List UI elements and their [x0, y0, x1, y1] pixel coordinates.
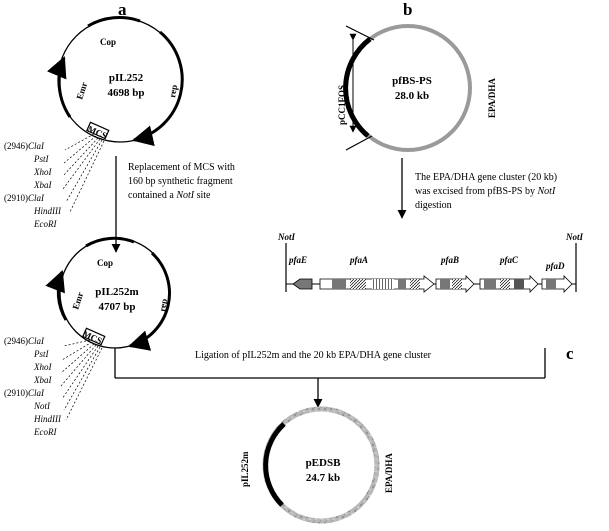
step-b-line2: was excised from pfBS-PS by NotI — [415, 186, 556, 197]
gene-arrow-pfaB — [435, 275, 475, 293]
site-row: EcoRI — [33, 219, 57, 229]
vector-label: pIL252m — [240, 451, 250, 487]
site-row: (2946)ClaI — [4, 141, 45, 151]
plasmid-size: 4707 bp — [99, 301, 136, 313]
rep-label: rep — [167, 84, 179, 98]
panel-label-a: a — [118, 0, 127, 19]
mcs-box — [82, 327, 106, 346]
site-row: HindIII — [33, 206, 62, 216]
gene-label-pfaD: pfaD — [545, 261, 565, 271]
site-row: HindIII — [33, 414, 62, 424]
step-c-text: Ligation of pIL252m and the 20 kb EPA/DH… — [195, 350, 432, 361]
plasmid-name: pIL252m — [95, 286, 138, 298]
erm-arrow — [45, 270, 68, 321]
gene-label-pfaE: pfaE — [288, 255, 307, 265]
ligation-connector — [114, 348, 546, 408]
site-row: PstI — [33, 154, 50, 164]
step-b-line1: The EPA/DHA gene cluster (20 kb) — [415, 172, 557, 183]
site-row: XhoI — [33, 167, 52, 177]
panel-label-b: b — [403, 0, 412, 19]
gene-label-pfaB: pfaB — [440, 255, 459, 265]
panel-label-c: c — [566, 344, 574, 363]
left-noti-label: NotI — [277, 232, 296, 242]
rep-arrow — [127, 251, 171, 351]
mcs-box — [86, 121, 110, 140]
gene-arrow-pfaD — [541, 275, 573, 293]
right-noti-label: NotI — [565, 232, 584, 242]
vector-tick-bottom — [345, 135, 373, 151]
plasmid-pIL252m: Cop rep Emr MCS pIL252m 4707 bp — [45, 236, 171, 421]
step-a-line3: contained a NotI site — [128, 190, 211, 201]
step-a-line1: Replacement of MCS with — [128, 162, 235, 173]
rep-label: rep — [157, 298, 169, 312]
step-a-text: Replacement of MCS with 160 bp synthetic… — [128, 162, 235, 201]
site-row: NotI — [33, 401, 51, 411]
cop-arc — [85, 236, 135, 248]
site-row: (2910)ClaI — [4, 388, 45, 398]
gene-label-pfaC: pfaC — [499, 255, 519, 265]
site-row: XhoI — [33, 362, 52, 372]
mcs-fan-lines — [62, 133, 105, 213]
erm-arrow — [47, 56, 72, 118]
cop-label: Cop — [100, 37, 116, 47]
pIL252m-site-list: (2946)ClaI PstI XhoI XbaI (2910)ClaI Not… — [4, 336, 62, 437]
vector-label: pCC1FOS — [337, 85, 347, 125]
plasmid-pfBS-PS: pCC1FOS EPA/DHA pfBS-PS 28.0 kb — [337, 24, 497, 152]
step-b-text: The EPA/DHA gene cluster (20 kb) was exc… — [415, 172, 557, 211]
pIL252-site-list: (2946)ClaI PstI XhoI XbaI (2910)ClaI Hin… — [4, 141, 62, 229]
rep-arrow — [131, 30, 184, 147]
site-row: (2946)ClaI — [4, 336, 45, 346]
gene-arrow-pfaC — [479, 275, 539, 293]
erm-label: Emr — [74, 81, 89, 101]
gene-cluster: NotI NotI pfaE pfaA pfaB pfaC pfaD — [277, 232, 584, 293]
mcs-fan-lines — [60, 339, 103, 421]
plasmid-pEDSB: pIL252m EPA/DHA pEDSB 24.7 kb — [240, 406, 394, 524]
plasmid-pIL252: Cop rep Emr MCS pIL252 4698 bp — [47, 16, 184, 213]
plasmid-name: pEDSB — [306, 457, 342, 469]
site-row: PstI — [33, 349, 50, 359]
gene-arrow-pfaE — [292, 278, 313, 290]
cop-arc — [87, 16, 141, 28]
vector-arc — [263, 422, 286, 507]
step-b-line3: digestion — [415, 200, 452, 211]
vector-tick-top — [345, 25, 375, 41]
step-a-line2: 160 bp synthetic fragment — [128, 176, 233, 187]
insert-label: EPA/DHA — [384, 453, 394, 493]
plasmid-name: pfBS-PS — [392, 75, 432, 87]
site-row: XbaI — [33, 375, 52, 385]
plasmid-size: 4698 bp — [108, 87, 145, 99]
gene-arrow-pfaA — [319, 275, 435, 293]
insert-label: EPA/DHA — [487, 78, 497, 118]
plasmid-size: 28.0 kb — [395, 90, 429, 102]
erm-label: Emr — [70, 291, 85, 311]
site-row: EcoRI — [33, 427, 57, 437]
gene-label-pfaA: pfaA — [349, 255, 368, 265]
plasmid-size: 24.7 kb — [306, 472, 340, 484]
site-row: XbaI — [33, 180, 52, 190]
site-row: (2910)ClaI — [4, 193, 45, 203]
vector-arc — [343, 37, 372, 138]
plasmid-name: pIL252 — [109, 72, 144, 84]
cop-label: Cop — [97, 258, 113, 268]
